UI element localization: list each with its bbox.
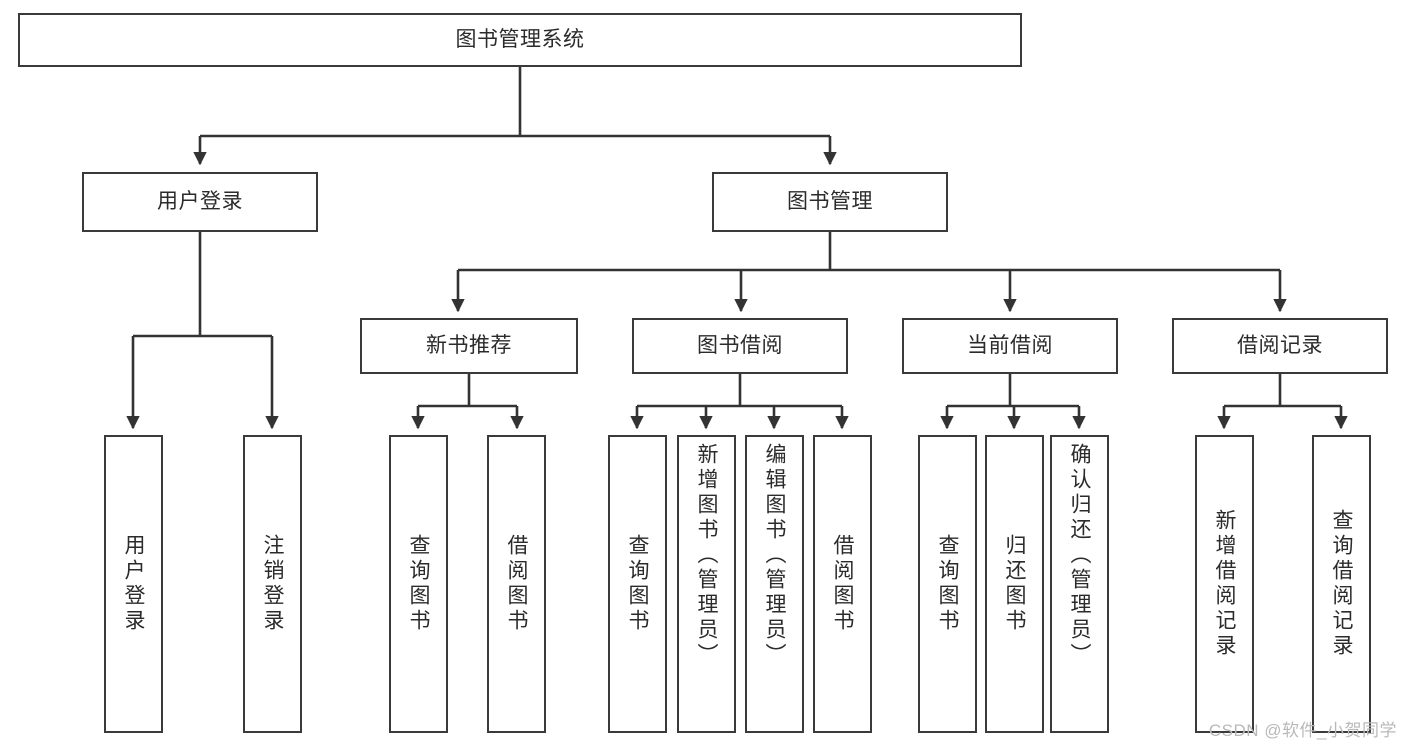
node-user-logout[interactable]: 注销登录 [243,435,302,733]
node-recommend-borrow-book[interactable]: 借阅图书 [487,435,546,733]
node-borrow-borrow-book-label: 借阅图书 [831,534,854,634]
node-records-query-record-label: 查询借阅记录 [1330,509,1353,659]
node-recommend-borrow-book-label: 借阅图书 [505,534,528,634]
node-user-login-label: 用户登录 [157,189,243,213]
node-user-login[interactable]: 用户登录 [82,172,318,232]
node-book-borrow-label: 图书借阅 [697,333,783,357]
node-borrow-records-label: 借阅记录 [1237,333,1323,357]
node-borrow-query-book[interactable]: 查询图书 [608,435,667,733]
node-user-logout-label: 注销登录 [261,534,284,634]
node-current-confirm-return-admin[interactable]: 确认归还（管理员） [1050,435,1109,733]
node-book-management[interactable]: 图书管理 [712,172,948,232]
node-root-label: 图书管理系统 [455,27,585,51]
node-borrow-add-book-admin[interactable]: 新增图书（管理员） [677,435,736,733]
node-current-return-book[interactable]: 归还图书 [985,435,1044,733]
node-borrow-edit-book-admin-label: 编辑图书（管理员） [763,443,786,668]
node-new-book-recommend[interactable]: 新书推荐 [360,318,578,374]
node-user-login-do-label: 用户登录 [122,534,145,634]
node-root[interactable]: 图书管理系统 [18,13,1022,67]
node-borrow-borrow-book[interactable]: 借阅图书 [813,435,872,733]
node-current-query-book-label: 查询图书 [936,534,959,634]
node-borrow-records[interactable]: 借阅记录 [1172,318,1388,374]
node-borrow-add-book-admin-label: 新增图书（管理员） [695,443,718,668]
node-user-login-do[interactable]: 用户登录 [104,435,163,733]
node-borrow-edit-book-admin[interactable]: 编辑图书（管理员） [745,435,804,733]
csdn-watermark: CSDN @软件_小贺同学 [1208,721,1397,740]
node-records-query-record[interactable]: 查询借阅记录 [1312,435,1371,733]
node-book-borrow[interactable]: 图书借阅 [632,318,848,374]
node-current-return-book-label: 归还图书 [1003,534,1026,634]
node-borrow-query-book-label: 查询图书 [626,534,649,634]
node-book-management-label: 图书管理 [787,189,873,213]
node-records-add-record[interactable]: 新增借阅记录 [1195,435,1254,733]
node-recommend-query-book-label: 查询图书 [407,534,430,634]
node-new-book-recommend-label: 新书推荐 [426,333,512,357]
node-current-borrow-label: 当前借阅 [967,333,1053,357]
node-current-query-book[interactable]: 查询图书 [918,435,977,733]
node-current-borrow[interactable]: 当前借阅 [902,318,1118,374]
node-current-confirm-return-admin-label: 确认归还（管理员） [1068,443,1091,668]
node-records-add-record-label: 新增借阅记录 [1213,509,1236,659]
node-recommend-query-book[interactable]: 查询图书 [389,435,448,733]
